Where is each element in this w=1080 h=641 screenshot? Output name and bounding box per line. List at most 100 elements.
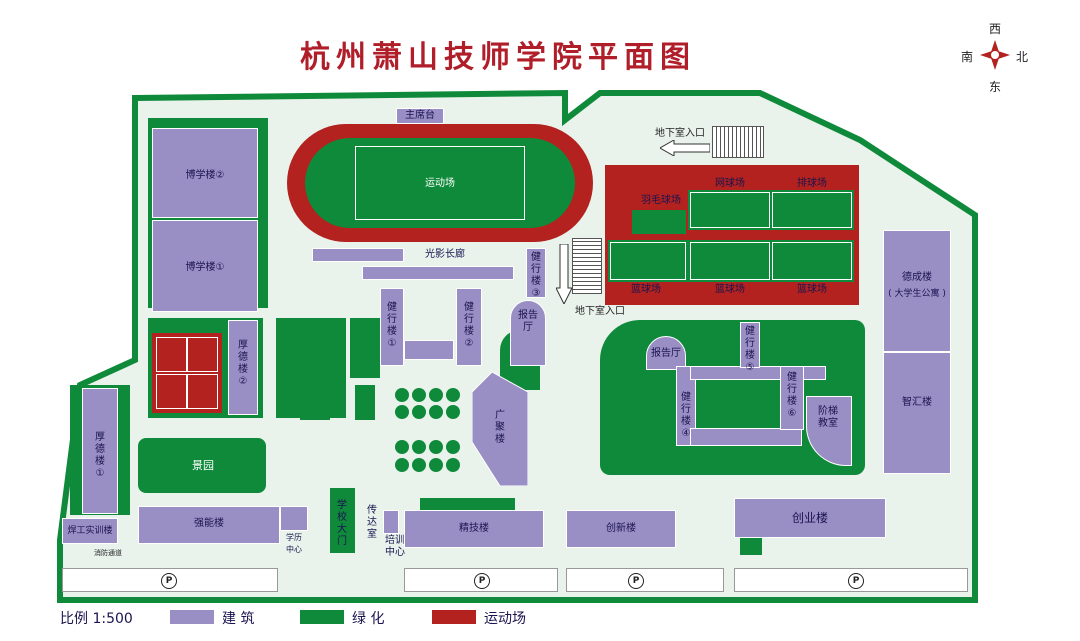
tree xyxy=(429,405,443,419)
tree xyxy=(412,405,426,419)
label-chuanda: 传达室 xyxy=(367,505,377,540)
sports-field xyxy=(305,138,575,228)
building-qiangneng xyxy=(138,506,280,544)
court-line xyxy=(156,337,187,372)
label-zhuxitai: 主席台 xyxy=(405,110,435,121)
label-boxue1: 博学楼① xyxy=(185,262,225,273)
green-center-b xyxy=(300,385,330,420)
legend-swatch-sports xyxy=(432,610,476,624)
compass-rose: 西 南 北 东 xyxy=(960,20,1030,94)
label-houde1: 厚德楼① xyxy=(95,432,105,479)
stairs-dixia1 xyxy=(712,126,764,158)
label-jingyuan: 景园 xyxy=(192,459,214,472)
basketball-court-1 xyxy=(610,242,686,280)
building-boxue2 xyxy=(152,128,258,218)
label-zhihui: 智汇楼 xyxy=(902,397,932,408)
label-chuangye: 创业楼 xyxy=(791,511,828,525)
parking-icon: P xyxy=(628,573,644,589)
label-lanqiu1: 篮球场 xyxy=(631,284,661,295)
tennis-court xyxy=(690,192,770,228)
legend-swatch-green xyxy=(300,610,344,624)
label-chuangxin: 创新楼 xyxy=(606,523,636,534)
label-jx4: 健行楼④ xyxy=(681,392,691,439)
legend-building: 建 筑 xyxy=(222,611,255,627)
label-jieti: 阶梯教室 xyxy=(818,406,838,429)
label-jx5: 健行楼⑤ xyxy=(745,326,755,373)
label-boxue2: 博学楼② xyxy=(185,170,225,181)
building-hanjie xyxy=(62,518,118,544)
compass-east: 东 xyxy=(989,80,1002,94)
label-guangju: 广聚楼 xyxy=(495,410,505,445)
building-jingji xyxy=(404,510,544,548)
building-baogaoting2 xyxy=(646,336,686,370)
label-jx1: 健行楼① xyxy=(387,302,397,349)
compass-south: 南 xyxy=(961,50,974,64)
building-houde1 xyxy=(82,388,118,514)
building-jx4 xyxy=(676,366,696,446)
tree xyxy=(446,405,460,419)
parking-lot-3 xyxy=(566,568,724,592)
basketball-courts-east xyxy=(608,240,854,282)
label-dixia2: 地下室入口 xyxy=(575,306,625,317)
building-zhihui xyxy=(883,352,951,474)
tree xyxy=(395,458,409,472)
green-gate xyxy=(330,488,355,553)
legend-sports: 运动场 xyxy=(484,611,526,627)
basketball-court-3 xyxy=(772,242,852,280)
compass-north: 北 xyxy=(1016,50,1029,64)
building-jx6 xyxy=(780,366,804,430)
map-title: 杭州萧山技师学院平面图 xyxy=(300,40,696,75)
green-strip-a xyxy=(420,498,515,510)
compass-icon xyxy=(980,40,1010,70)
tree xyxy=(429,440,443,454)
legend-green: 绿 化 xyxy=(352,611,385,627)
badminton-court xyxy=(632,210,686,234)
arrow-down-icon xyxy=(556,244,572,304)
building-houde2 xyxy=(228,320,258,415)
building-guangju xyxy=(472,372,528,486)
building-jx1 xyxy=(380,288,404,366)
label-jx3: 健行楼③ xyxy=(531,252,541,299)
label-dixia1: 地下室入口 xyxy=(655,128,705,139)
label-xiaomen: 学校大门 xyxy=(337,500,347,547)
court-line xyxy=(187,337,218,372)
volleyball-court xyxy=(772,192,852,228)
label-lanqiu3: 篮球场 xyxy=(797,284,827,295)
building-guangying-b xyxy=(362,266,514,280)
building-decheng xyxy=(883,230,951,352)
tree xyxy=(412,458,426,472)
parking-icon: P xyxy=(848,573,864,589)
label-yumao: 羽毛球场 xyxy=(641,195,681,206)
label-baogaoting2: 报告厅 xyxy=(651,348,681,359)
building-chuangxin xyxy=(566,510,676,548)
label-jx6: 健行楼⑥ xyxy=(787,372,797,419)
building-boxue1 xyxy=(152,220,258,312)
building-guangying-a xyxy=(312,248,404,262)
parking-icon: P xyxy=(474,573,490,589)
tree xyxy=(429,458,443,472)
arrow-left-icon xyxy=(660,140,710,156)
label-tongdao: 消防通道 xyxy=(94,549,122,557)
label-baogaoting1: 报告厅 xyxy=(518,310,538,333)
legend-swatch-building xyxy=(170,610,214,624)
label-yundongchang: 运动场 xyxy=(425,178,455,189)
legend-scale: 比例 1:500 xyxy=(60,611,133,627)
tree xyxy=(395,405,409,419)
label-paiqiu: 排球场 xyxy=(797,178,827,189)
tree xyxy=(412,388,426,402)
tree xyxy=(412,440,426,454)
green-center-a xyxy=(350,318,380,378)
basketball-court-2 xyxy=(690,242,770,280)
label-houde2: 厚德楼② xyxy=(238,340,248,387)
building-jx5 xyxy=(740,322,760,368)
label-lanqiu2: 篮球场 xyxy=(715,284,745,295)
compass-west: 西 xyxy=(989,22,1002,36)
label-xueli: 学历中心 xyxy=(286,533,302,554)
label-guangying: 光影长廊 xyxy=(425,249,465,260)
tree xyxy=(429,388,443,402)
green-jingyuan xyxy=(138,438,266,493)
label-decheng-sub: ( 大学生公寓 ) xyxy=(888,289,946,299)
stairs-dixia2 xyxy=(572,238,602,294)
building-chuangye xyxy=(734,498,886,538)
